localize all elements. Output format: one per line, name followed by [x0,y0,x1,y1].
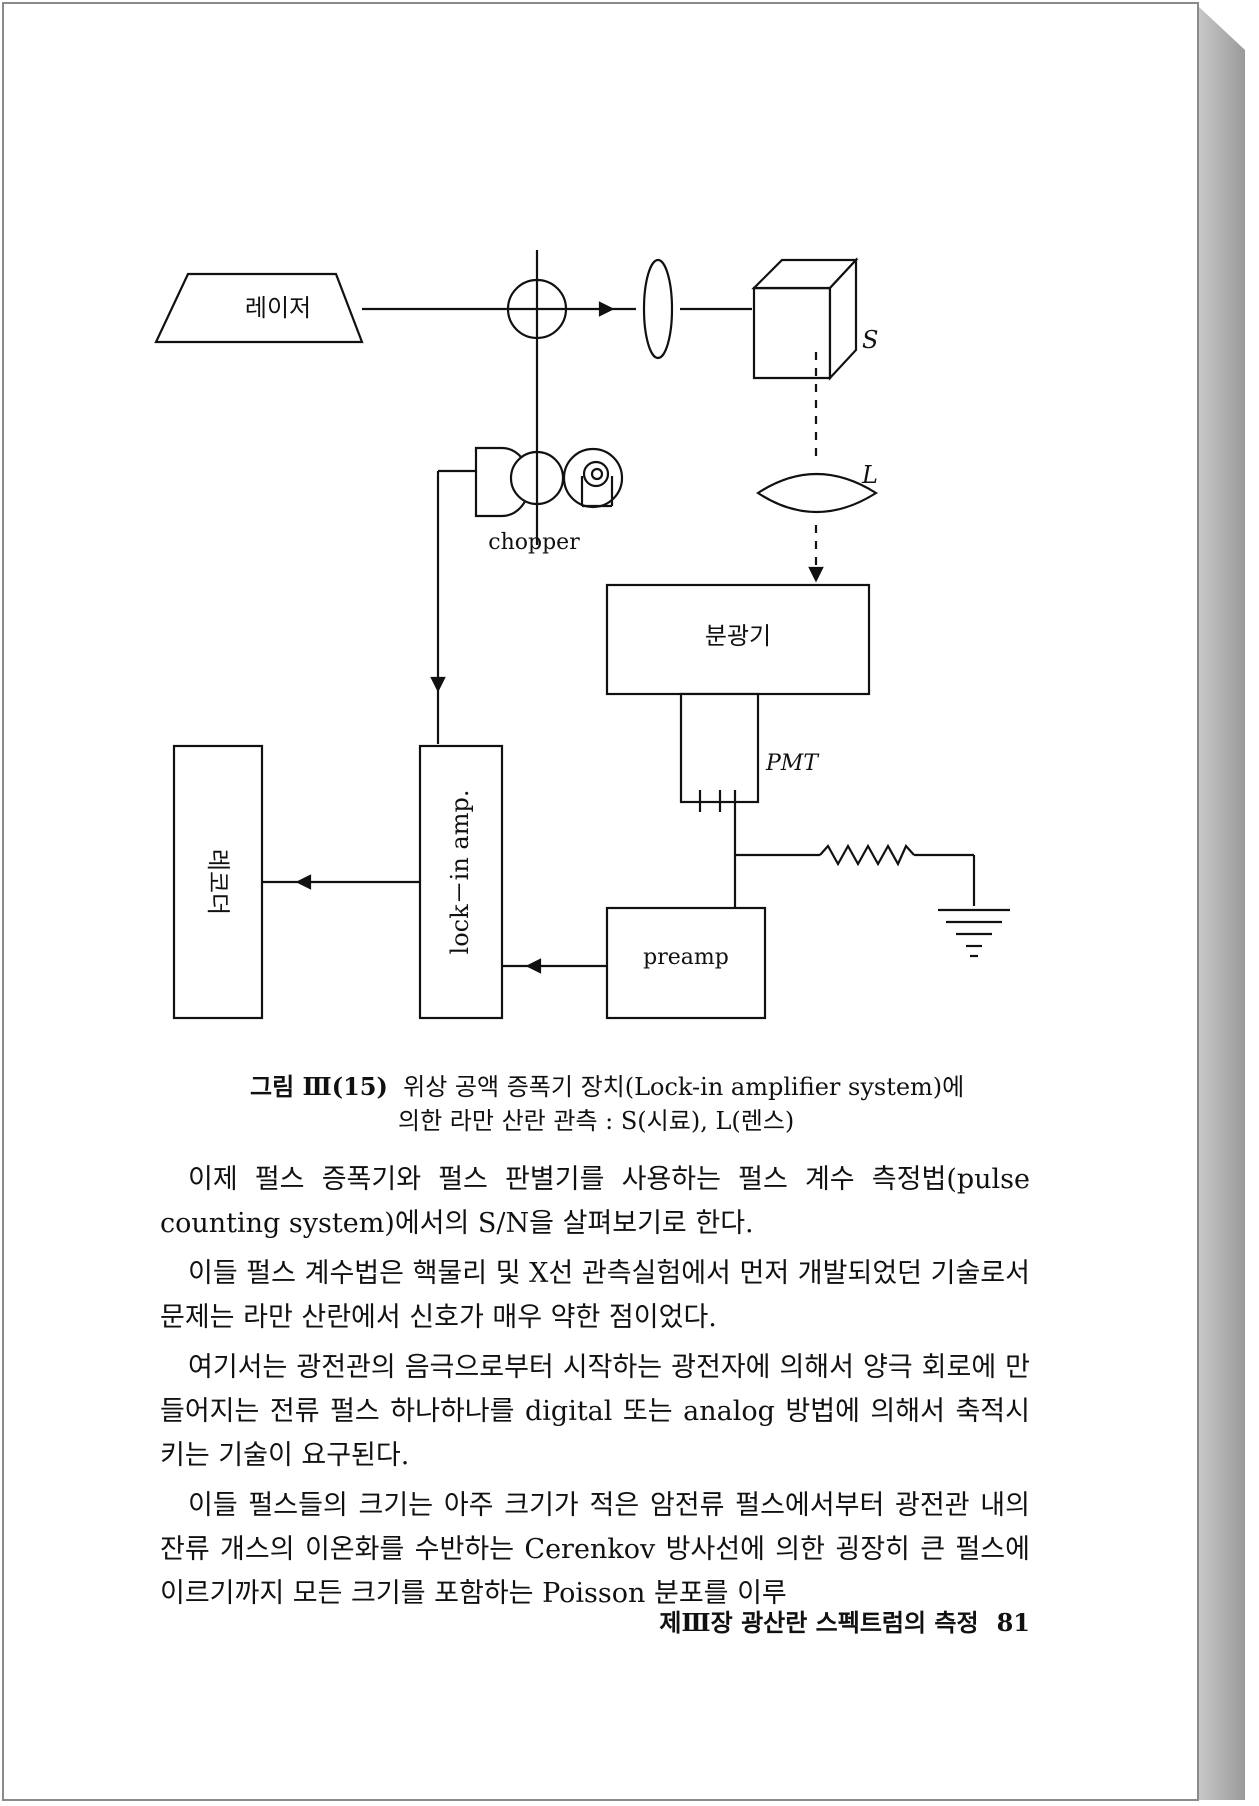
laser-label: 레이저 [245,294,311,322]
spectrometer-box [605,583,871,696]
chapter-title: 제Ⅲ장 광산란 스펙트럼의 측정 [659,1608,979,1637]
output-arrow-icon [295,874,312,890]
caption-line-2: 의한 라만 산란 관측 : S(시료), L(렌스) [398,1107,795,1135]
page-border [2,2,1199,1801]
spectrometer-label: 분광기 [705,622,771,650]
pmt-label: PMT [765,751,820,776]
laser-box [154,272,364,344]
ground-icon [938,908,1010,958]
recorder-label: 레코더 [204,849,232,915]
caption-line-1: 위상 공액 증폭기 장치(Lock-in amplifier system)에 [403,1073,965,1101]
sample-cube [751,257,859,381]
sample-label: S [862,326,878,354]
page-edge-shadow [1198,6,1245,1800]
page-number: 81 [996,1608,1030,1637]
preamp-label: preamp [643,945,729,970]
preamp-box [605,906,767,1020]
paragraph-2: 이들 펄스 계수법은 핵물리 및 X선 관측실험에서 먼저 개발되었던 기술로서… [160,1258,1030,1333]
scatter-arrow-icon [808,566,824,583]
collection-lens [755,472,879,514]
body-text: 이제 펄스 증폭기와 펄스 판별기를 사용하는 펄스 계수 측정법(pulse … [160,1158,1030,1622]
lockin-diagram: 레이저 S L chopper 분광기 PMT preamp lock－in a… [154,250,1010,1020]
paragraph-3: 여기서는 광전관의 음극으로부터 시작하는 광전자에 의해서 양극 회로에 만들… [160,1352,1030,1471]
signal-arrow-icon [525,958,542,974]
focus-lens [642,258,674,360]
chopper-label: chopper [488,530,580,555]
resistor [819,843,915,867]
figure-caption: 그림 Ⅲ(15) 위상 공액 증폭기 장치(Lock-in amplifier … [250,1070,1030,1138]
lockin-label: lock－in amp. [446,790,474,955]
figure-label: 그림 Ⅲ(15) [250,1072,388,1101]
beam-arrow-icon [598,301,615,317]
chopper [474,446,624,518]
lockin-box [418,744,504,1020]
page-footer: 제Ⅲ장 광산란 스펙트럼의 측정 81 [600,1603,1030,1638]
paragraph-1: 이제 펄스 증폭기와 펄스 판별기를 사용하는 펄스 계수 측정법(pulse … [160,1164,1030,1239]
paragraph-4: 이들 펄스들의 크기는 아주 크기가 적은 암전류 펄스에서부터 광전관 내의 … [160,1490,1030,1609]
recorder-box [172,744,264,1020]
lens-label: L [861,461,878,489]
reference-arrow-icon [430,676,446,693]
pmt-box [679,692,760,804]
